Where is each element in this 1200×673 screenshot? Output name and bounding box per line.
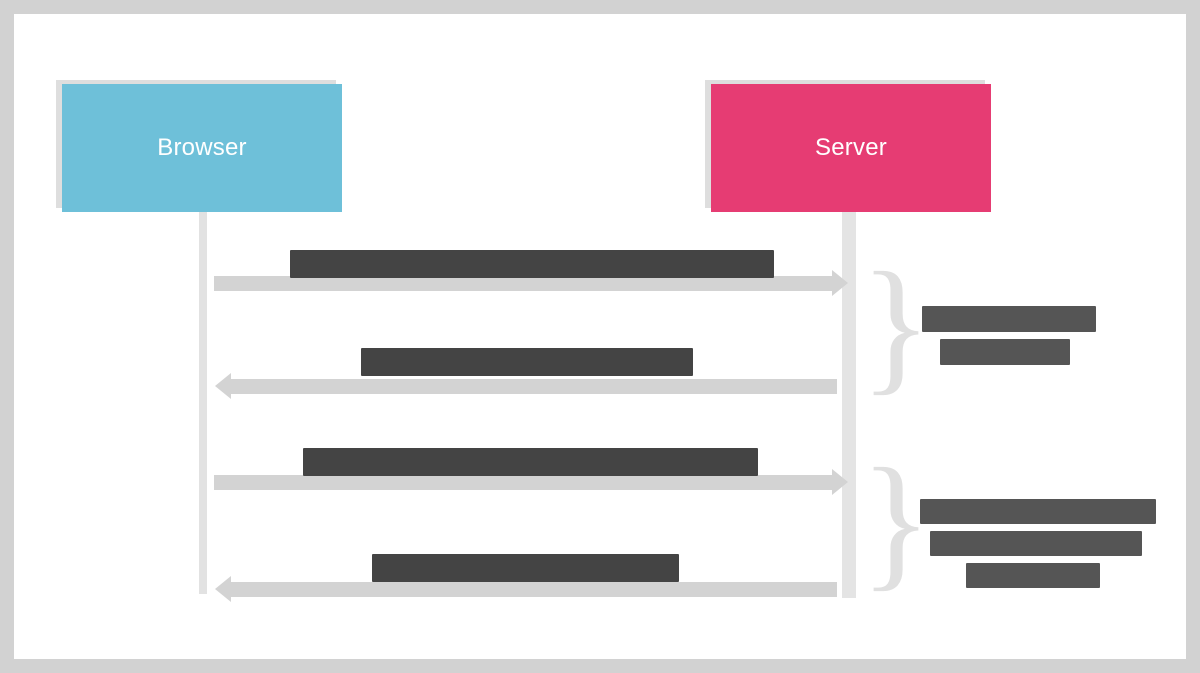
group-annotation-2-redacted (920, 499, 1162, 595)
group-brace-1-icon: } (860, 242, 932, 408)
lifeline-server (842, 212, 856, 598)
message-label-4-redacted (372, 554, 679, 582)
message-arrow-2[interactable] (215, 373, 837, 399)
arrowhead-right-icon (832, 270, 848, 296)
annotation-line (940, 339, 1070, 365)
annotation-line (922, 306, 1096, 332)
participant-browser-label: Browser (157, 134, 247, 161)
lifeline-browser (199, 212, 207, 594)
message-arrow-4[interactable] (215, 576, 837, 602)
message-arrow-3[interactable] (214, 469, 848, 495)
arrow-shaft (214, 276, 834, 291)
participant-browser[interactable]: Browser (62, 84, 342, 212)
arrowhead-left-icon (215, 576, 231, 602)
arrow-shaft (214, 475, 834, 490)
message-label-2-redacted (361, 348, 693, 376)
message-label-3-redacted (303, 448, 758, 476)
message-arrow-1[interactable] (214, 270, 848, 296)
message-label-1-redacted (290, 250, 774, 278)
participant-server[interactable]: Server (711, 84, 991, 212)
annotation-line (966, 563, 1100, 588)
arrowhead-right-icon (832, 469, 848, 495)
annotation-line (930, 531, 1142, 556)
arrow-shaft (229, 582, 837, 597)
group-annotation-1-redacted (914, 306, 1114, 372)
annotation-line (920, 499, 1156, 524)
participant-server-label: Server (815, 134, 887, 161)
arrow-shaft (229, 379, 837, 394)
arrowhead-left-icon (215, 373, 231, 399)
